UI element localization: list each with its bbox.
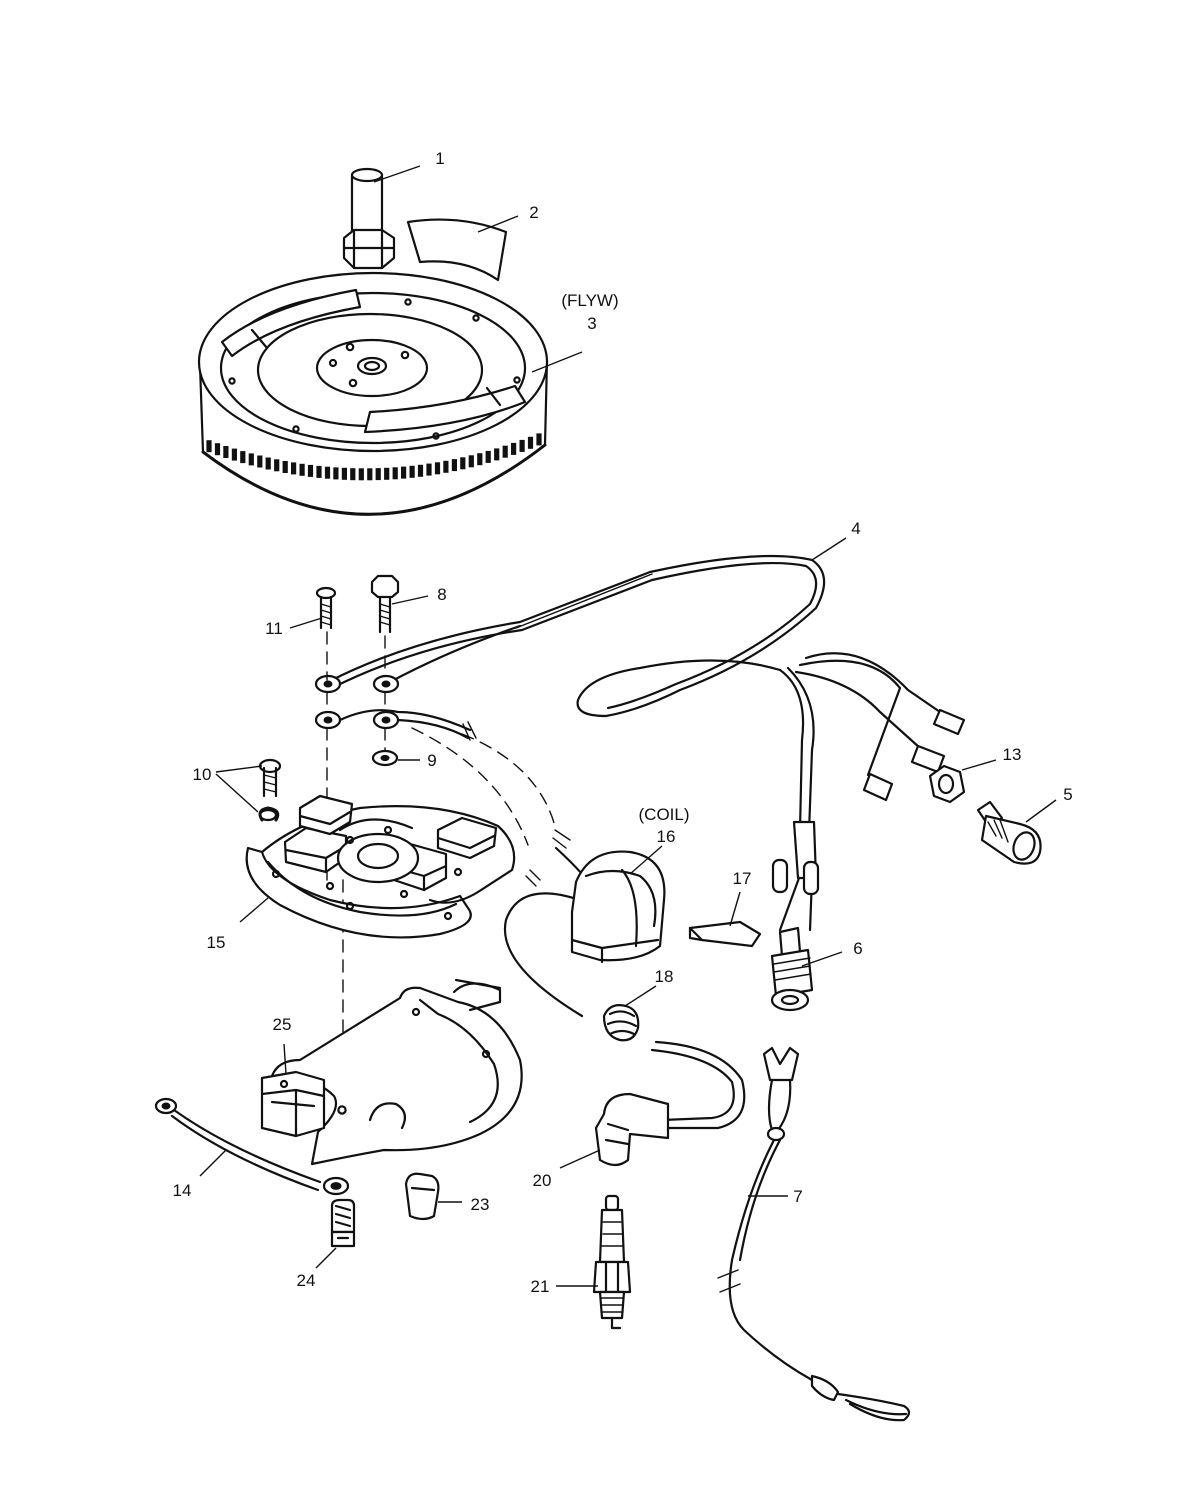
flywheel-tooth [527, 436, 534, 449]
flywheel-tooth [341, 467, 347, 480]
flywheel-tooth [384, 467, 390, 480]
callout-6: 6 [853, 939, 862, 958]
flywheel-tooth [443, 460, 449, 473]
callout-7: 7 [793, 1187, 802, 1206]
part-1-flywheel-nut [342, 167, 396, 270]
part-15-stator-plate [245, 794, 516, 939]
flywheel-tooth [392, 467, 398, 480]
part-13-nut [928, 764, 966, 804]
part-20-spark-plug-boot [594, 1040, 746, 1167]
flywheel-tooth [536, 433, 542, 446]
flywheel-tooth [468, 455, 474, 468]
callout-16-note: (COIL) [639, 805, 690, 824]
callout-4: 4 [851, 519, 860, 538]
flywheel-tooth [358, 468, 364, 481]
part-2-key [406, 218, 508, 282]
flywheel-tooth [350, 468, 356, 481]
flywheel-tooth [494, 448, 500, 461]
part-11-screw [315, 586, 337, 630]
flywheel-tooth [417, 464, 424, 477]
flywheel-tooth [274, 459, 280, 472]
part-3-flywheel [197, 271, 549, 516]
callout-23: 23 [471, 1195, 490, 1214]
part-21-spark-plug [592, 1194, 632, 1330]
part-5-stop-switch [976, 800, 1042, 865]
flywheel-tooth [333, 467, 339, 480]
part-4-wiring-harness [326, 554, 966, 932]
callout-5: 5 [1063, 785, 1072, 804]
flywheel-tooth [401, 466, 407, 479]
part-16-coil [503, 846, 666, 1018]
callout-18: 18 [655, 967, 674, 986]
flywheel-tooth [511, 442, 517, 455]
flywheel-tooth [477, 453, 483, 466]
part-17-clip [688, 920, 762, 948]
callout-1: 1 [435, 149, 444, 168]
flywheel-tooth [307, 464, 314, 477]
callout-14: 14 [173, 1181, 192, 1200]
callout-17: 17 [733, 869, 752, 888]
part-14-ground-wire [154, 1097, 350, 1196]
flywheel-tooth [324, 466, 331, 479]
flywheel-tooth [409, 465, 415, 478]
part-18-spring [602, 1004, 640, 1042]
callout-10: 10 [193, 765, 212, 784]
ring-terminals [314, 674, 472, 740]
flywheel-tooth [485, 450, 491, 463]
callout-3: 3 [587, 314, 596, 333]
callout-labels: 1 2 (FLYW) 3 4 5 6 7 8 9 10 11 13 14 15 … [173, 149, 1073, 1296]
callout-13: 13 [1003, 745, 1022, 764]
flywheel-tooth [231, 448, 237, 461]
part-10-screw-and-washer [258, 758, 282, 822]
flywheel-teeth [206, 433, 542, 481]
flywheel-tooth [316, 465, 322, 478]
flywheel-tooth [502, 445, 508, 458]
flywheel-tooth [214, 443, 221, 456]
part-25-back-plate [260, 978, 523, 1166]
flywheel-tooth [282, 461, 288, 473]
callout-21: 21 [531, 1277, 550, 1296]
callout-20: 20 [533, 1171, 552, 1190]
callout-24: 24 [297, 1271, 316, 1290]
flywheel-tooth [240, 451, 246, 464]
flywheel-tooth [223, 446, 229, 458]
part-8-screw [370, 574, 400, 634]
flywheel-tooth [265, 457, 271, 470]
part-9-washer [371, 749, 399, 767]
flywheel-tooth [434, 462, 441, 475]
flywheel-tooth [299, 463, 305, 476]
part-7-lanyard [717, 1046, 911, 1422]
part-23-cap [404, 1172, 440, 1221]
callout-11: 11 [265, 619, 283, 638]
flywheel-tooth [367, 468, 373, 481]
flywheel-tooth [451, 459, 457, 472]
callout-3-note: (FLYW) [561, 291, 618, 310]
callout-2: 2 [529, 203, 538, 222]
flywheel-tooth [375, 468, 381, 481]
callout-15: 15 [207, 933, 226, 952]
flywheel-tooth [257, 455, 263, 468]
callout-8: 8 [437, 585, 446, 604]
leader-lines [199, 165, 1057, 1287]
part-24-screw [330, 1198, 356, 1248]
flywheel-tooth [426, 463, 432, 476]
flywheel-tooth [291, 462, 297, 475]
callout-9: 9 [427, 751, 436, 770]
flywheel-tooth [248, 453, 254, 466]
part-6-key-switch [770, 926, 814, 1012]
flywheel-tooth [460, 457, 466, 470]
flywheel-tooth [206, 440, 212, 453]
flywheel-tooth [519, 439, 525, 452]
callout-25: 25 [273, 1015, 292, 1034]
callout-16: 16 [657, 827, 676, 846]
